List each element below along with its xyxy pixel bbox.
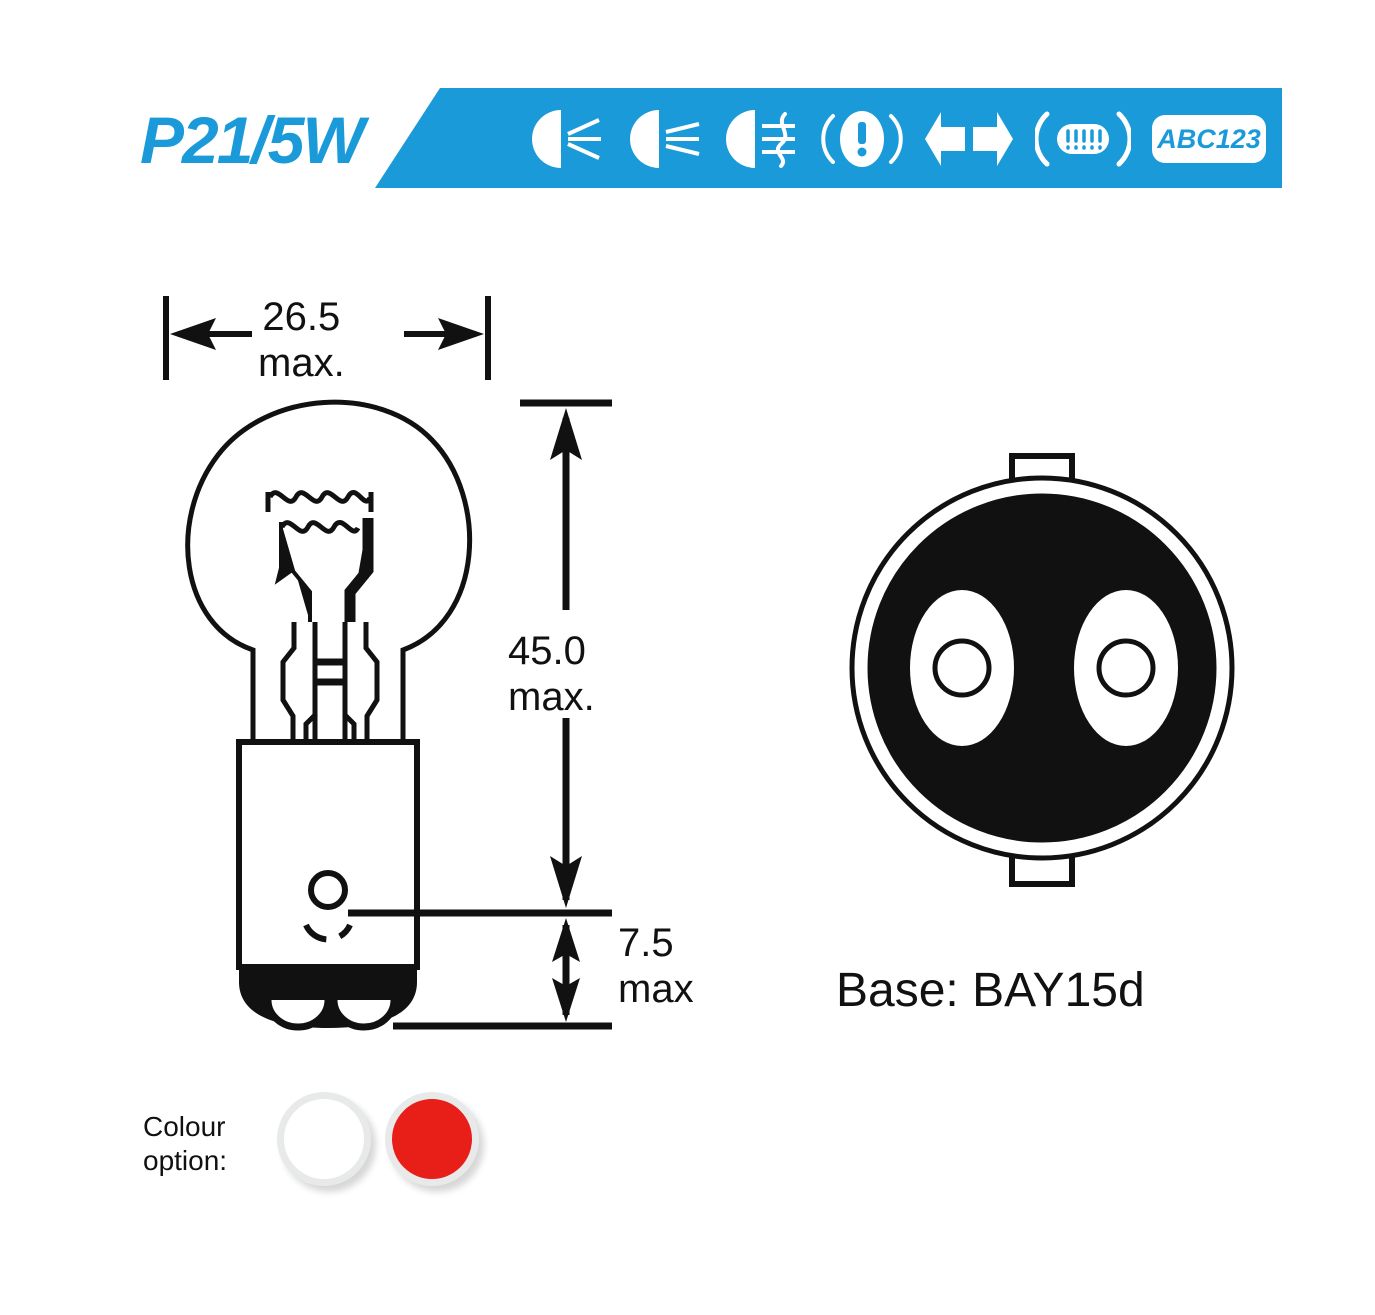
- colour-swatch-red[interactable]: [385, 1092, 479, 1186]
- colour-option-label: Colour option:: [143, 1111, 228, 1176]
- licence-plate-text: ABC123: [1156, 124, 1261, 154]
- licence-plate-icon: ABC123: [1152, 115, 1266, 163]
- filament-post-right: [344, 518, 374, 622]
- filament-stem-right: [363, 622, 380, 742]
- filament-assembly: [265, 490, 380, 742]
- width-arrowhead-left: [170, 318, 216, 350]
- bayonet-pin-bottom: [303, 923, 353, 943]
- colour-swatch-white-wrap: [273, 1090, 381, 1198]
- contact-dot-left: [932, 638, 992, 698]
- warning-light-icon: [821, 111, 903, 167]
- colour-swatch-white[interactable]: [277, 1092, 371, 1186]
- filament-coil-lower: [279, 520, 361, 534]
- base-end-view: [849, 453, 1235, 887]
- base-type-label: Base: BAY15d: [836, 964, 1145, 1017]
- colour-swatch-red-wrap: [381, 1090, 489, 1198]
- base-height-dimension-label: 7.5 max: [618, 921, 694, 1011]
- application-icon-strip: ABC123: [527, 104, 1267, 174]
- contact-right: [330, 999, 398, 1031]
- low-beam-icon: [532, 110, 601, 168]
- bulb-glass-envelope: [185, 399, 473, 745]
- high-beam-icon: [630, 110, 700, 168]
- banner-background-shape: [375, 88, 1282, 188]
- fog-light-icon: [726, 110, 795, 168]
- header-banner: [375, 88, 1282, 188]
- height-arrowhead-up: [550, 408, 582, 460]
- turn-signal-icon: [925, 112, 1013, 166]
- base-arrowhead-up: [552, 918, 580, 962]
- filament-stem-left: [280, 622, 297, 742]
- page-title: P21/5W: [140, 103, 365, 177]
- bulb-contact-base: [239, 967, 417, 1031]
- base-arrowhead-down: [552, 978, 580, 1022]
- total-height-dimension-label: 45.0 max.: [508, 629, 595, 719]
- width-arrowhead-right: [438, 318, 484, 350]
- bulb-metal-cap: [236, 739, 420, 970]
- colour-option-block: Colour option:: [143, 1090, 489, 1198]
- base-inner-disc: [867, 493, 1217, 843]
- filament-coil-upper: [267, 490, 373, 504]
- contact-left: [264, 999, 332, 1031]
- bayonet-pin-top: [308, 870, 348, 910]
- contact-dot-right: [1096, 638, 1156, 698]
- width-dimension-label: 26.5 max.: [258, 295, 345, 385]
- filament-post-left: [274, 522, 312, 622]
- brake-tail-light-icon: [1035, 111, 1131, 167]
- height-arrowhead-down: [550, 856, 582, 908]
